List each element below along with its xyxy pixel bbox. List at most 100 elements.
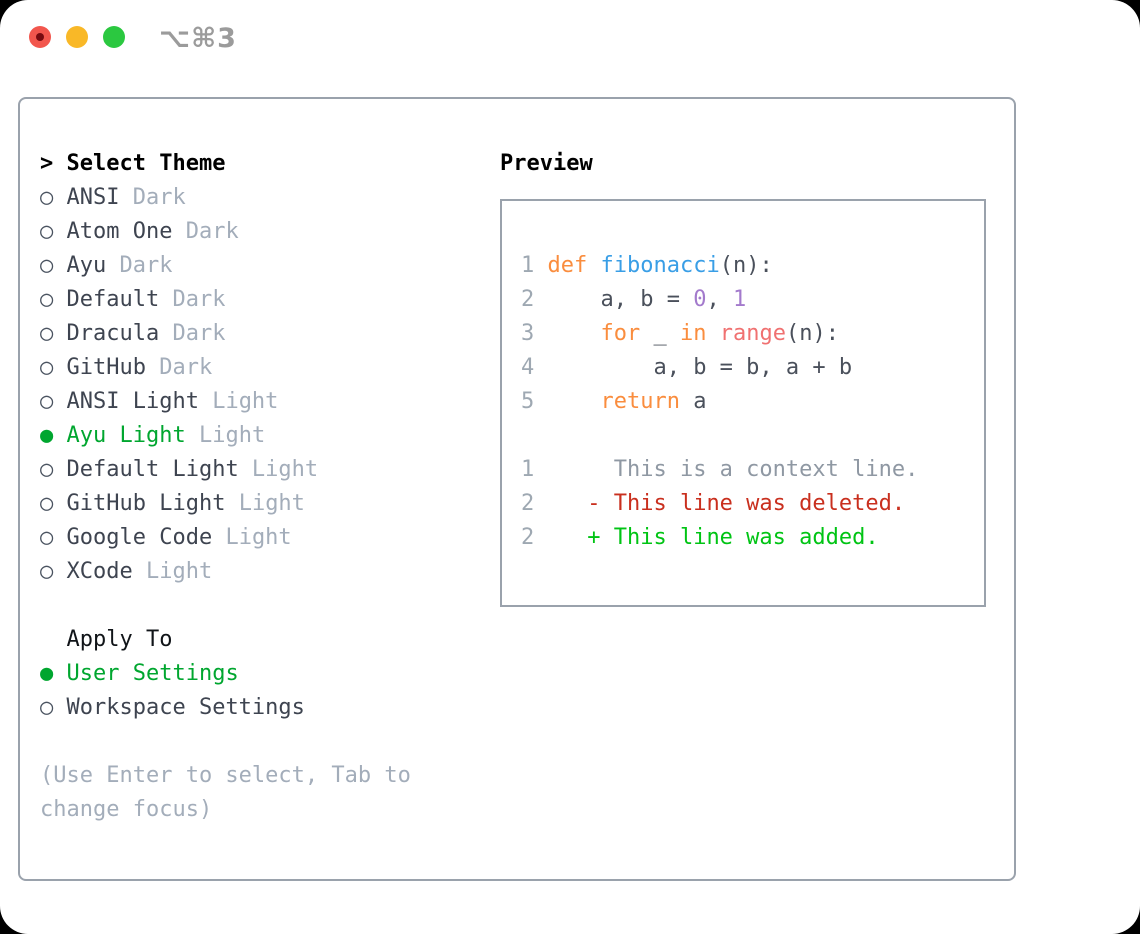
code-line: 5 return a xyxy=(521,385,984,419)
traffic-light-fullscreen-button[interactable] xyxy=(103,26,125,48)
theme-name: GitHub xyxy=(66,355,146,380)
record-dot-icon xyxy=(36,33,44,41)
code-token-added: + This line was added. xyxy=(547,525,879,550)
apply-to-list: ● User Settings○ Workspace Settings xyxy=(40,657,500,725)
line-number: 1 xyxy=(521,253,548,278)
apply-option-user-settings[interactable]: ● User Settings xyxy=(40,657,500,691)
preview-label: Preview xyxy=(500,151,593,176)
theme-variant: Light xyxy=(212,525,292,550)
spacer xyxy=(53,695,66,720)
spacer xyxy=(53,661,66,686)
theme-option-ayu[interactable]: ○ Ayu Dark xyxy=(40,249,500,283)
theme-variant: Dark xyxy=(159,321,226,346)
code-token-code xyxy=(548,321,601,346)
spacer xyxy=(53,355,66,380)
radio-icon: ○ xyxy=(40,491,54,516)
code-token-func: fibonacci xyxy=(600,253,720,278)
theme-option-github-light[interactable]: ○ GitHub Light Light xyxy=(40,487,500,521)
theme-name: Ayu xyxy=(66,253,107,278)
code-line: 1 def fibonacci(n): xyxy=(521,249,984,283)
line-number: 1 xyxy=(521,457,548,482)
traffic-lights xyxy=(29,26,125,48)
code-line: 2 a, b = 0, 1 xyxy=(521,283,984,317)
code-token-context: This is a context line. xyxy=(547,457,919,482)
theme-option-dracula[interactable]: ○ Dracula Dark xyxy=(40,317,500,351)
theme-option-ayu-light[interactable]: ● Ayu Light Light xyxy=(40,419,500,453)
code-token-code xyxy=(548,389,601,414)
theme-name: ANSI Light xyxy=(66,389,199,414)
theme-name: Atom One xyxy=(66,219,173,244)
radio-icon: ○ xyxy=(40,219,54,244)
theme-variant: Dark xyxy=(159,287,226,312)
theme-option-atom-one[interactable]: ○ Atom One Dark xyxy=(40,215,500,249)
apply-option-workspace-settings[interactable]: ○ Workspace Settings xyxy=(40,691,500,725)
theme-option-google-code[interactable]: ○ Google Code Light xyxy=(40,521,500,555)
radio-icon: ○ xyxy=(40,321,54,346)
theme-name: Ayu Light xyxy=(66,423,186,448)
code-line: 3 for _ in range(n): xyxy=(521,317,984,351)
titlebar: ⌥⌘3 xyxy=(0,0,1140,97)
theme-variant: Light xyxy=(185,423,266,448)
traffic-light-minimize-button[interactable] xyxy=(66,26,88,48)
theme-name: Default xyxy=(66,287,160,312)
theme-name: XCode xyxy=(66,559,133,584)
line-number: 2 xyxy=(521,525,548,550)
code-token-keyword: in xyxy=(679,321,707,346)
theme-variant: Dark xyxy=(172,219,239,244)
theme-variant: Light xyxy=(198,389,279,414)
code-token-code: (n): xyxy=(719,253,773,278)
code-token-num: 0 xyxy=(693,287,707,312)
theme-option-ansi[interactable]: ○ ANSI Dark xyxy=(40,181,500,215)
spacer xyxy=(53,389,66,414)
radio-selected-icon: ● xyxy=(40,423,54,448)
code-token-code: a, b = xyxy=(547,287,694,312)
theme-variant: Light xyxy=(238,457,319,482)
preview-column: Preview 1 def fibonacci(n):2 a, b = 0, 1… xyxy=(500,147,986,879)
apply-option-label: User Settings xyxy=(66,661,239,686)
theme-picker-dialog: > Select Theme ○ ANSI Dark○ Atom One Dar… xyxy=(18,97,1016,881)
spacer xyxy=(53,321,66,346)
theme-option-ansi-light[interactable]: ○ ANSI Light Light xyxy=(40,385,500,419)
theme-name: ANSI xyxy=(66,185,120,210)
line-number: 2 xyxy=(521,287,548,312)
theme-option-default-light[interactable]: ○ Default Light Light xyxy=(40,453,500,487)
spacer xyxy=(53,287,66,312)
theme-name: Google Code xyxy=(66,525,213,550)
selection-caret: > xyxy=(40,151,54,176)
theme-list: ○ ANSI Dark○ Atom One Dark○ Ayu Dark○ De… xyxy=(40,181,500,589)
radio-icon: ○ xyxy=(40,355,54,380)
select-theme-label: Select Theme xyxy=(66,151,226,176)
theme-column: > Select Theme ○ ANSI Dark○ Atom One Dar… xyxy=(40,147,500,879)
code-token-code: , xyxy=(706,287,733,312)
theme-variant: Light xyxy=(132,559,213,584)
radio-icon: ○ xyxy=(40,457,54,482)
spacer xyxy=(53,185,66,210)
spacer xyxy=(53,559,66,584)
code-token-keyword: for xyxy=(600,321,641,346)
code-token-code: _ xyxy=(640,321,680,346)
spacer xyxy=(53,525,66,550)
line-number xyxy=(521,423,534,448)
radio-icon: ○ xyxy=(40,559,54,584)
radio-icon: ○ xyxy=(40,287,54,312)
code-line: 2 - This line was deleted. xyxy=(521,487,984,521)
radio-icon: ○ xyxy=(40,695,54,720)
theme-name: GitHub Light xyxy=(66,491,226,516)
radio-icon: ○ xyxy=(40,253,54,278)
radio-icon: ○ xyxy=(40,185,54,210)
window-title: ⌥⌘3 xyxy=(159,23,237,54)
spacer xyxy=(53,491,66,516)
theme-option-github[interactable]: ○ GitHub Dark xyxy=(40,351,500,385)
theme-option-default[interactable]: ○ Default Dark xyxy=(40,283,500,317)
theme-variant: Light xyxy=(225,491,305,516)
code-token-code xyxy=(706,321,719,346)
code-token-code: a, b = b, a + b xyxy=(547,355,853,380)
traffic-light-close-button[interactable] xyxy=(29,26,51,48)
line-number: 4 xyxy=(521,355,548,380)
theme-option-xcode[interactable]: ○ XCode Light xyxy=(40,555,500,589)
code-token-keyword: def xyxy=(547,253,601,278)
code-line: 2 + This line was added. xyxy=(521,521,984,555)
